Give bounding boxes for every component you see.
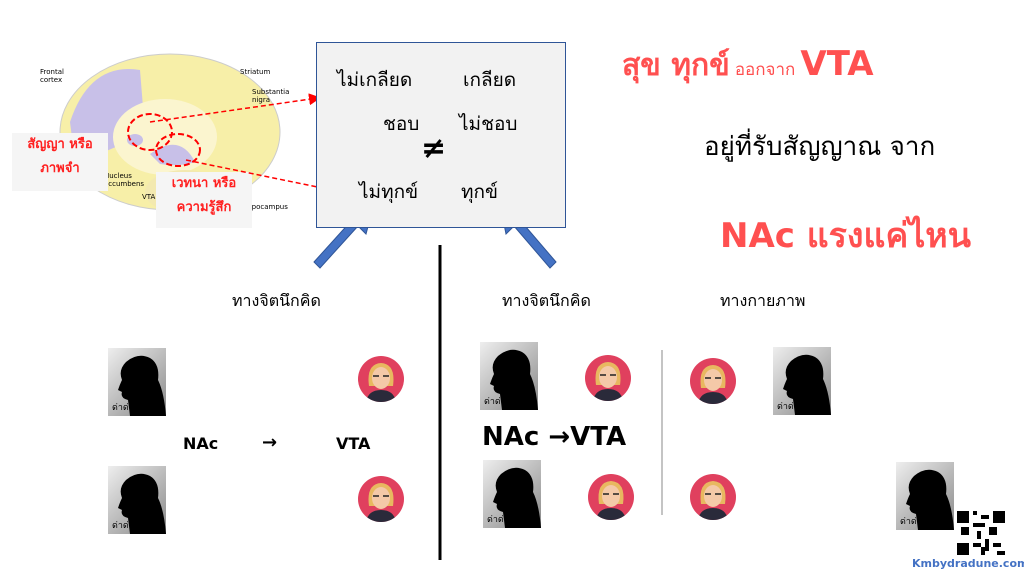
woman-avatar xyxy=(588,474,634,520)
text-no-suffer: ไม่ทุกข์ xyxy=(359,181,419,203)
silhouette-label: ด่าด่า xyxy=(112,403,134,413)
person-silhouette-icon xyxy=(906,469,954,530)
headline-line3: NAc แรงแค่ไหน xyxy=(720,216,971,256)
woman-face-icon xyxy=(593,362,623,401)
woman-avatar xyxy=(690,474,736,520)
section-physical: ทางกายภาพ xyxy=(720,291,806,310)
section-mental-left: ทางจิตนึกคิด xyxy=(232,291,321,310)
headline-happy-suffer: สุข ทุกข์ xyxy=(622,48,730,83)
tag-feeling-line2: ความรู้สึก xyxy=(176,200,232,215)
text-like: ชอบ xyxy=(383,113,420,135)
silhouette-label: ด่าด่า xyxy=(900,517,922,527)
flow-arrow: → xyxy=(262,432,278,453)
person-silhouette-icon xyxy=(118,473,166,534)
section-mental-right: ทางจิตนึกคิด xyxy=(502,291,591,310)
text-hate: เกลียด xyxy=(463,69,517,91)
woman-avatar xyxy=(358,476,404,522)
person-silhouette-icon xyxy=(490,349,538,410)
woman-avatar xyxy=(585,355,631,401)
text-not-like: ไม่ชอบ xyxy=(459,113,518,135)
text-suffer: ทุกข์ xyxy=(461,181,499,203)
silhouette-image: ด่าด่า xyxy=(480,342,538,410)
silhouette-image: ด่าด่า xyxy=(896,462,954,530)
label-vta: VTA xyxy=(142,193,156,201)
label-hippocampus: Hippocampus xyxy=(240,203,288,211)
silhouette-image: ด่าด่า xyxy=(108,348,166,416)
headline-vta: VTA xyxy=(800,44,874,84)
text-not-hate: ไม่เกลียด xyxy=(337,69,413,91)
label-substantia-nigra: Substantia nigra xyxy=(252,88,290,104)
flow-vta: VTA xyxy=(336,434,371,453)
tag-feeling: เวทนา หรือ ความรู้สึก xyxy=(156,172,252,228)
label-striatum: Striatum xyxy=(240,68,271,76)
tag-memory-line2: ภาพจำ xyxy=(40,161,80,176)
woman-avatar xyxy=(690,358,736,404)
silhouette-image: ด่าด่า xyxy=(773,347,831,415)
woman-face-icon xyxy=(698,365,728,404)
person-silhouette-icon xyxy=(493,467,541,528)
silhouette-image: ด่าด่า xyxy=(483,460,541,528)
flow-big: NAc →VTA xyxy=(482,422,627,452)
person-silhouette-icon xyxy=(118,355,166,416)
silhouette-label: ด่าด่า xyxy=(487,515,509,525)
headline-line2: อยู่ที่รับสัญญาณ จาก xyxy=(704,132,936,162)
silhouette-label: ด่าด่า xyxy=(484,397,506,407)
person-silhouette-icon xyxy=(783,354,831,415)
not-equal-sign: ≠ xyxy=(421,131,447,166)
silhouette-image: ด่าด่า xyxy=(108,466,166,534)
woman-face-icon xyxy=(366,363,396,402)
silhouette-label: ด่าด่า xyxy=(777,402,799,412)
silhouette-label: ด่าด่า xyxy=(112,521,134,531)
headline-from: ออกจาก xyxy=(734,60,796,80)
qr-code xyxy=(957,511,1005,555)
label-nucleus-accumbens: Nucleus accumbens xyxy=(104,172,145,188)
headline-line1: สุข ทุกข์ ออกจาก VTA xyxy=(622,42,874,89)
woman-face-icon xyxy=(698,481,728,520)
label-frontal-cortex: Frontal cortex xyxy=(40,68,64,84)
tag-memory-line1: สัญญา หรือ xyxy=(27,137,93,152)
emotion-box: ไม่เกลียด เกลียด ชอบ ไม่ชอบ ≠ ไม่ทุกข์ ท… xyxy=(316,42,566,228)
footer-site-link[interactable]: Kmbydradune.com xyxy=(912,557,1024,570)
woman-avatar xyxy=(358,356,404,402)
tag-feeling-line1: เวทนา หรือ xyxy=(171,176,237,191)
woman-face-icon xyxy=(596,481,626,520)
tag-memory: สัญญา หรือ ภาพจำ xyxy=(12,133,108,191)
woman-face-icon xyxy=(366,483,396,522)
flow-nac: NAc xyxy=(183,434,219,453)
